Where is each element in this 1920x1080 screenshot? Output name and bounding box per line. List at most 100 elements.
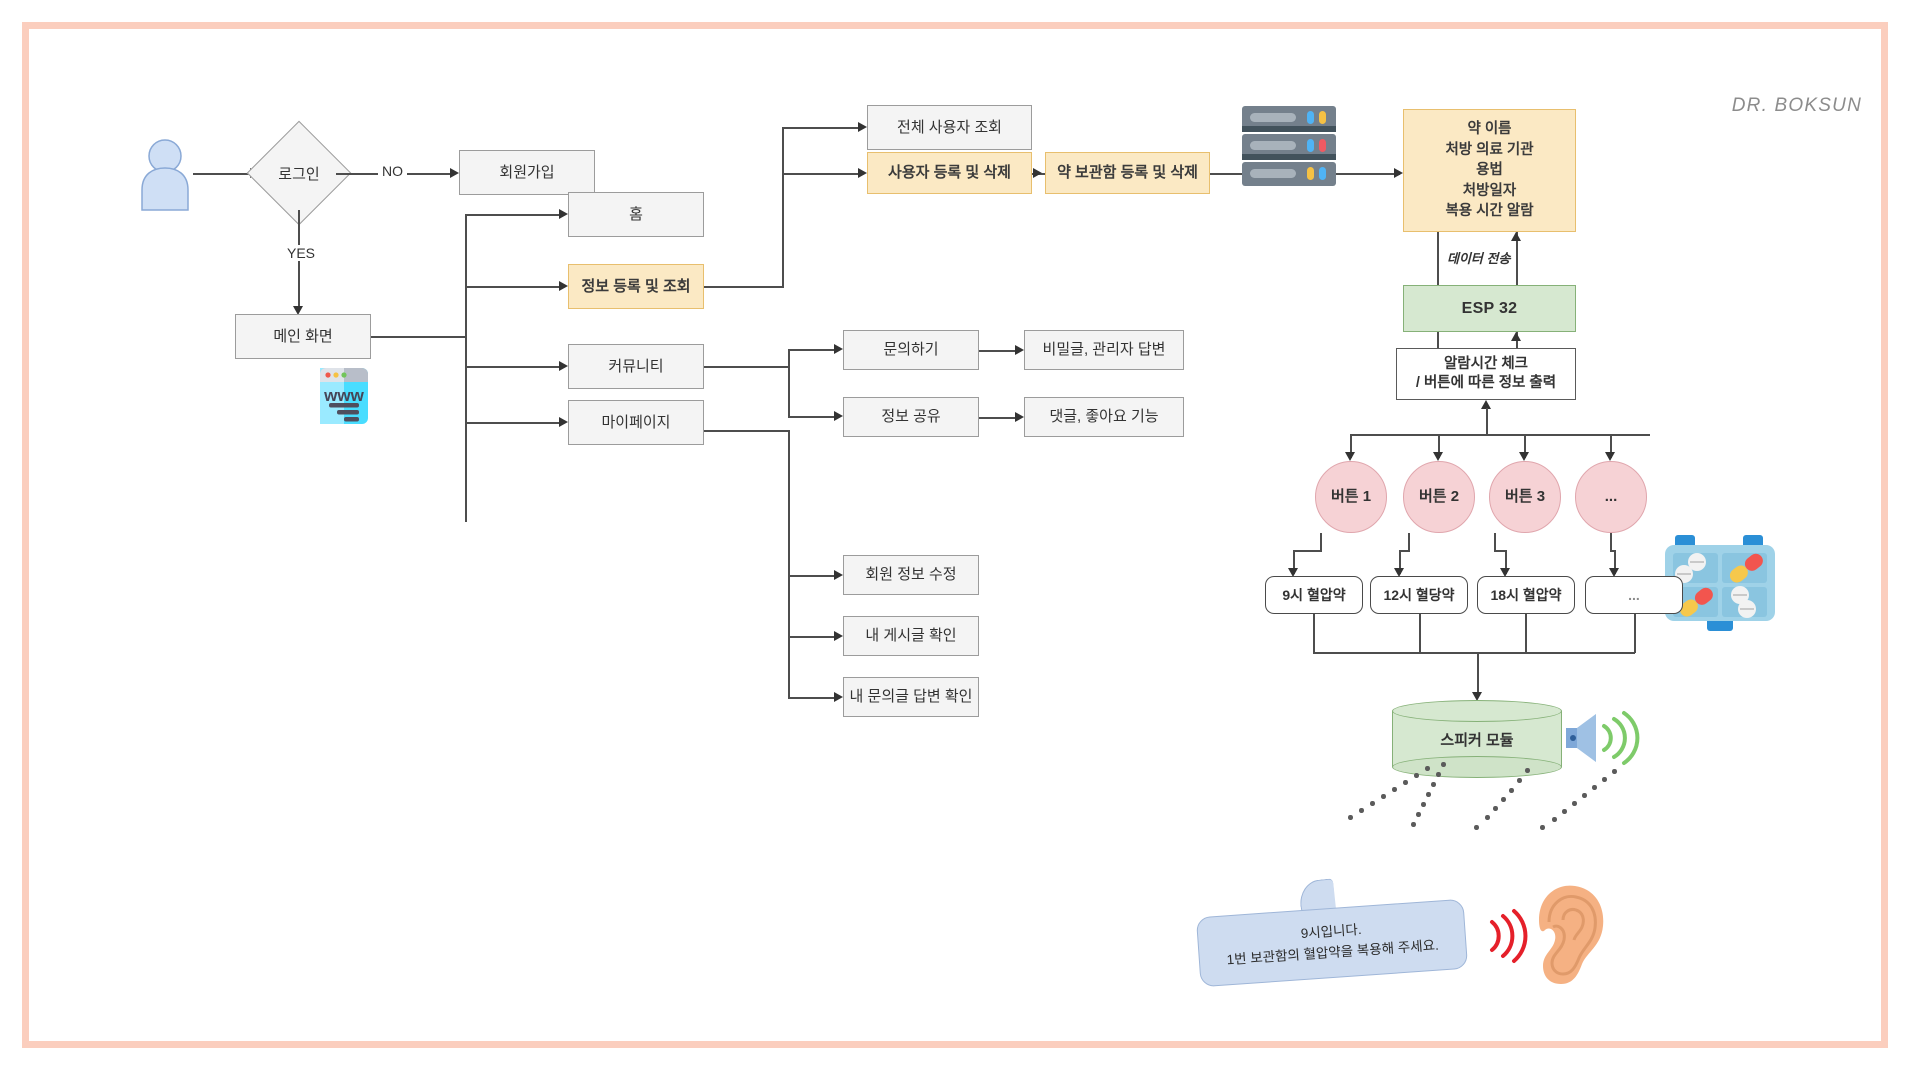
edge-slot3-down — [1525, 614, 1527, 653]
community-children-bus — [788, 349, 790, 417]
node-inquiry-result[interactable]: 비밀글, 관리자 답변 — [1024, 330, 1184, 370]
node-my-posts-label: 내 게시글 확인 — [865, 627, 957, 645]
button-2-label: 버튼 2 — [1418, 488, 1460, 506]
node-home[interactable]: 홈 — [568, 192, 704, 237]
edge-inquiry-result — [979, 350, 1019, 352]
edge-user-to-login — [193, 173, 253, 175]
node-speaker-module[interactable]: 스피커 모듈 — [1392, 700, 1562, 778]
edge-btn4-down — [1614, 550, 1616, 574]
node-user-crud[interactable]: 사용자 등록 및 삭제 — [867, 152, 1032, 194]
edge-btn4-right — [1610, 550, 1615, 552]
edge-to-home — [465, 214, 563, 216]
node-info-share[interactable]: 정보 공유 — [843, 397, 979, 437]
page-title: DR. BOKSUN — [1731, 95, 1862, 116]
edge-medinfo-to-esp — [1437, 232, 1439, 294]
edge-btn2-down — [1399, 550, 1401, 574]
node-speaker-module-label: 스피커 모듈 — [1440, 731, 1514, 749]
node-community-label: 커뮤니티 — [608, 357, 664, 375]
arrowhead — [1033, 168, 1042, 178]
arrowhead — [559, 361, 568, 371]
edge-label-no: NO — [378, 163, 407, 179]
user-avatar-icon — [139, 138, 191, 211]
button-bus — [1350, 434, 1650, 436]
button-2[interactable]: 버튼 2 — [1403, 461, 1475, 533]
node-med-info-label: 약 이름 처방 의료 기관 용법 처방일자 복용 시간 알람 — [1445, 121, 1534, 220]
edge-btn1-drop — [1320, 533, 1322, 551]
edge-to-info-share — [788, 416, 838, 418]
slot-3-label: 18시 혈압약 — [1490, 586, 1562, 603]
node-med-info[interactable]: 약 이름 처방 의료 기관 용법 처방일자 복용 시간 알람 — [1403, 109, 1576, 232]
node-my-posts[interactable]: 내 게시글 확인 — [843, 616, 979, 656]
slot-more[interactable]: ... — [1585, 576, 1683, 614]
button-1-label: 버튼 1 — [1330, 488, 1372, 506]
arrowhead — [834, 411, 843, 421]
node-inquiry-result-label: 비밀글, 관리자 답변 — [1042, 341, 1166, 359]
edge-bus-to-speaker — [1477, 652, 1479, 696]
edge-btn3-right — [1494, 550, 1506, 552]
node-alarm-check[interactable]: 알람시간 체크 / 버튼에 따른 정보 출력 — [1396, 348, 1576, 400]
edge-infoshare-result — [979, 417, 1019, 419]
edge-to-mypage — [465, 422, 563, 424]
button-3[interactable]: 버튼 3 — [1489, 461, 1561, 533]
edge-btn2-left — [1399, 550, 1410, 552]
mypage-children-bus — [788, 430, 790, 575]
cylinder-bottom — [1392, 756, 1562, 778]
node-my-inquiry-replies[interactable]: 내 문의글 답변 확인 — [843, 677, 979, 717]
sound-wave-icon — [1486, 908, 1528, 964]
node-box-crud[interactable]: 약 보관함 등록 및 삭제 — [1045, 152, 1210, 194]
node-signup[interactable]: 회원가입 — [459, 150, 595, 195]
arrowhead — [1288, 568, 1298, 577]
arrowhead — [834, 344, 843, 354]
decision-login[interactable]: 로그인 — [246, 120, 352, 226]
arrowhead — [1394, 568, 1404, 577]
node-esp32[interactable]: ESP 32 — [1403, 285, 1576, 332]
edge-to-user-crud — [782, 173, 862, 175]
node-home-label: 홈 — [629, 205, 643, 223]
slot-2[interactable]: 12시 혈당약 — [1370, 576, 1468, 614]
node-info-share-result[interactable]: 댓글, 좋아요 기능 — [1024, 397, 1184, 437]
edge-info-out — [704, 286, 784, 288]
slot-1-label: 9시 혈압약 — [1282, 586, 1346, 603]
node-inquiry[interactable]: 문의하기 — [843, 330, 979, 370]
button-more[interactable]: ... — [1575, 461, 1647, 533]
edge-label-yes: YES — [283, 245, 320, 261]
node-info-share-result-label: 댓글, 좋아요 기능 — [1049, 408, 1159, 426]
arrowhead — [1511, 232, 1521, 241]
arrowhead — [1519, 452, 1529, 461]
slot-1[interactable]: 9시 혈압약 — [1265, 576, 1363, 614]
node-edit-profile[interactable]: 회원 정보 수정 — [843, 555, 979, 595]
button-1[interactable]: 버튼 1 — [1315, 461, 1387, 533]
arrowhead — [1015, 345, 1024, 355]
info-children-bus — [782, 127, 784, 287]
svg-text:www: www — [323, 386, 364, 405]
edge-btn3-drop — [1494, 533, 1496, 551]
pill-box-icon — [1661, 533, 1779, 633]
arrowhead — [1500, 568, 1510, 577]
node-community[interactable]: 커뮤니티 — [568, 344, 704, 389]
edge-community-out — [704, 366, 790, 368]
arrowhead — [1511, 332, 1521, 341]
node-my-inquiry-replies-label: 내 문의글 답변 확인 — [849, 688, 973, 706]
cylinder-top — [1392, 700, 1562, 722]
node-main-screen[interactable]: 메인 화면 — [235, 314, 371, 359]
edge-slot4-down — [1634, 614, 1636, 653]
node-mypage[interactable]: 마이페이지 — [568, 400, 704, 445]
slot-3[interactable]: 18시 혈압약 — [1477, 576, 1575, 614]
decision-login-label: 로그인 — [278, 165, 320, 183]
arrowhead — [858, 168, 867, 178]
www-browser-icon: www — [318, 362, 370, 430]
ear-listening-icon — [1519, 880, 1609, 988]
edge-slot1-down — [1313, 614, 1315, 653]
node-user-list[interactable]: 전체 사용자 조회 — [867, 105, 1032, 150]
edge-bus-btn2 — [1438, 434, 1440, 458]
arrowhead — [858, 122, 867, 132]
slot-more-label: ... — [1628, 586, 1640, 603]
speech-bubble-text: 9시입니다. 1번 보관함의 혈압약을 복용해 주세요. — [1226, 921, 1440, 968]
edge-main-bus — [371, 336, 467, 338]
edge-btn1-left — [1293, 550, 1322, 552]
node-info-register[interactable]: 정보 등록 및 조회 — [568, 264, 704, 309]
arrowhead — [450, 168, 459, 178]
arrowhead — [1472, 692, 1482, 701]
arrowhead — [834, 570, 843, 580]
